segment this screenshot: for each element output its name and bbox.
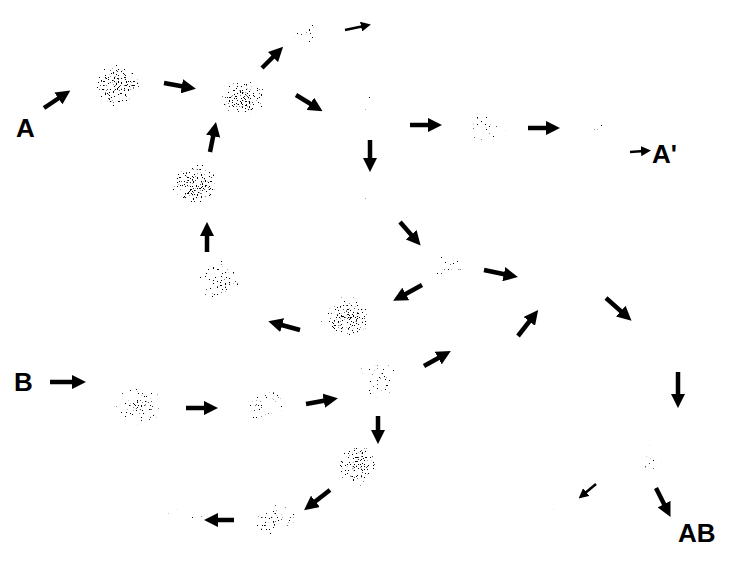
arrow <box>312 490 330 504</box>
stipple-blob <box>86 58 150 112</box>
stipple-blob <box>346 351 410 405</box>
arrow <box>214 518 234 523</box>
flow-label: A' <box>652 141 677 167</box>
arrow <box>376 416 381 434</box>
stipple-blob <box>282 15 334 55</box>
arrow <box>278 324 300 330</box>
arrow <box>656 488 666 508</box>
arrow <box>262 54 276 68</box>
stipple-blob <box>316 292 380 344</box>
arrow <box>306 400 328 404</box>
arrow <box>44 96 62 108</box>
arrow <box>528 126 550 131</box>
stipple-blob <box>245 496 305 544</box>
flow-label: B <box>14 369 33 395</box>
stipple-blob <box>329 438 385 492</box>
arrow <box>400 222 414 238</box>
stipple-blob <box>534 265 590 305</box>
arrow <box>518 318 532 336</box>
arrow <box>205 232 210 252</box>
stipple-blobs <box>86 15 685 544</box>
flow-label: AB <box>678 520 716 546</box>
arrow <box>676 372 681 398</box>
arrow <box>296 95 314 106</box>
stipple-blob <box>453 106 517 150</box>
arrow <box>402 285 422 296</box>
stipple-blob <box>640 333 676 357</box>
stipple-blob <box>340 81 400 129</box>
stipple-blob <box>211 72 275 124</box>
stipple-blob <box>235 381 295 429</box>
arrow <box>410 123 432 128</box>
stipple-blob <box>190 254 250 310</box>
stipple-blob <box>538 503 578 537</box>
arrow <box>50 380 76 385</box>
stipple-blob <box>460 333 516 377</box>
stipple-blob <box>625 429 685 481</box>
arrow <box>186 406 208 411</box>
stipple-blob <box>375 20 393 32</box>
arrow <box>345 26 364 30</box>
flow-label: A <box>16 115 35 141</box>
arrows <box>44 26 678 520</box>
stipple-blob <box>420 238 480 286</box>
stipple-blob <box>155 494 211 538</box>
arrow <box>210 132 214 152</box>
stipple-blob <box>163 157 227 213</box>
stipple-blob <box>567 106 627 154</box>
stipple-blob <box>346 175 398 225</box>
arrow <box>584 484 596 494</box>
arrow <box>424 356 442 366</box>
stipple-blob <box>104 379 176 431</box>
arrow <box>630 151 644 152</box>
arrow <box>484 270 508 275</box>
arrow <box>368 140 373 162</box>
arrow <box>606 298 624 314</box>
arrow <box>164 83 186 87</box>
